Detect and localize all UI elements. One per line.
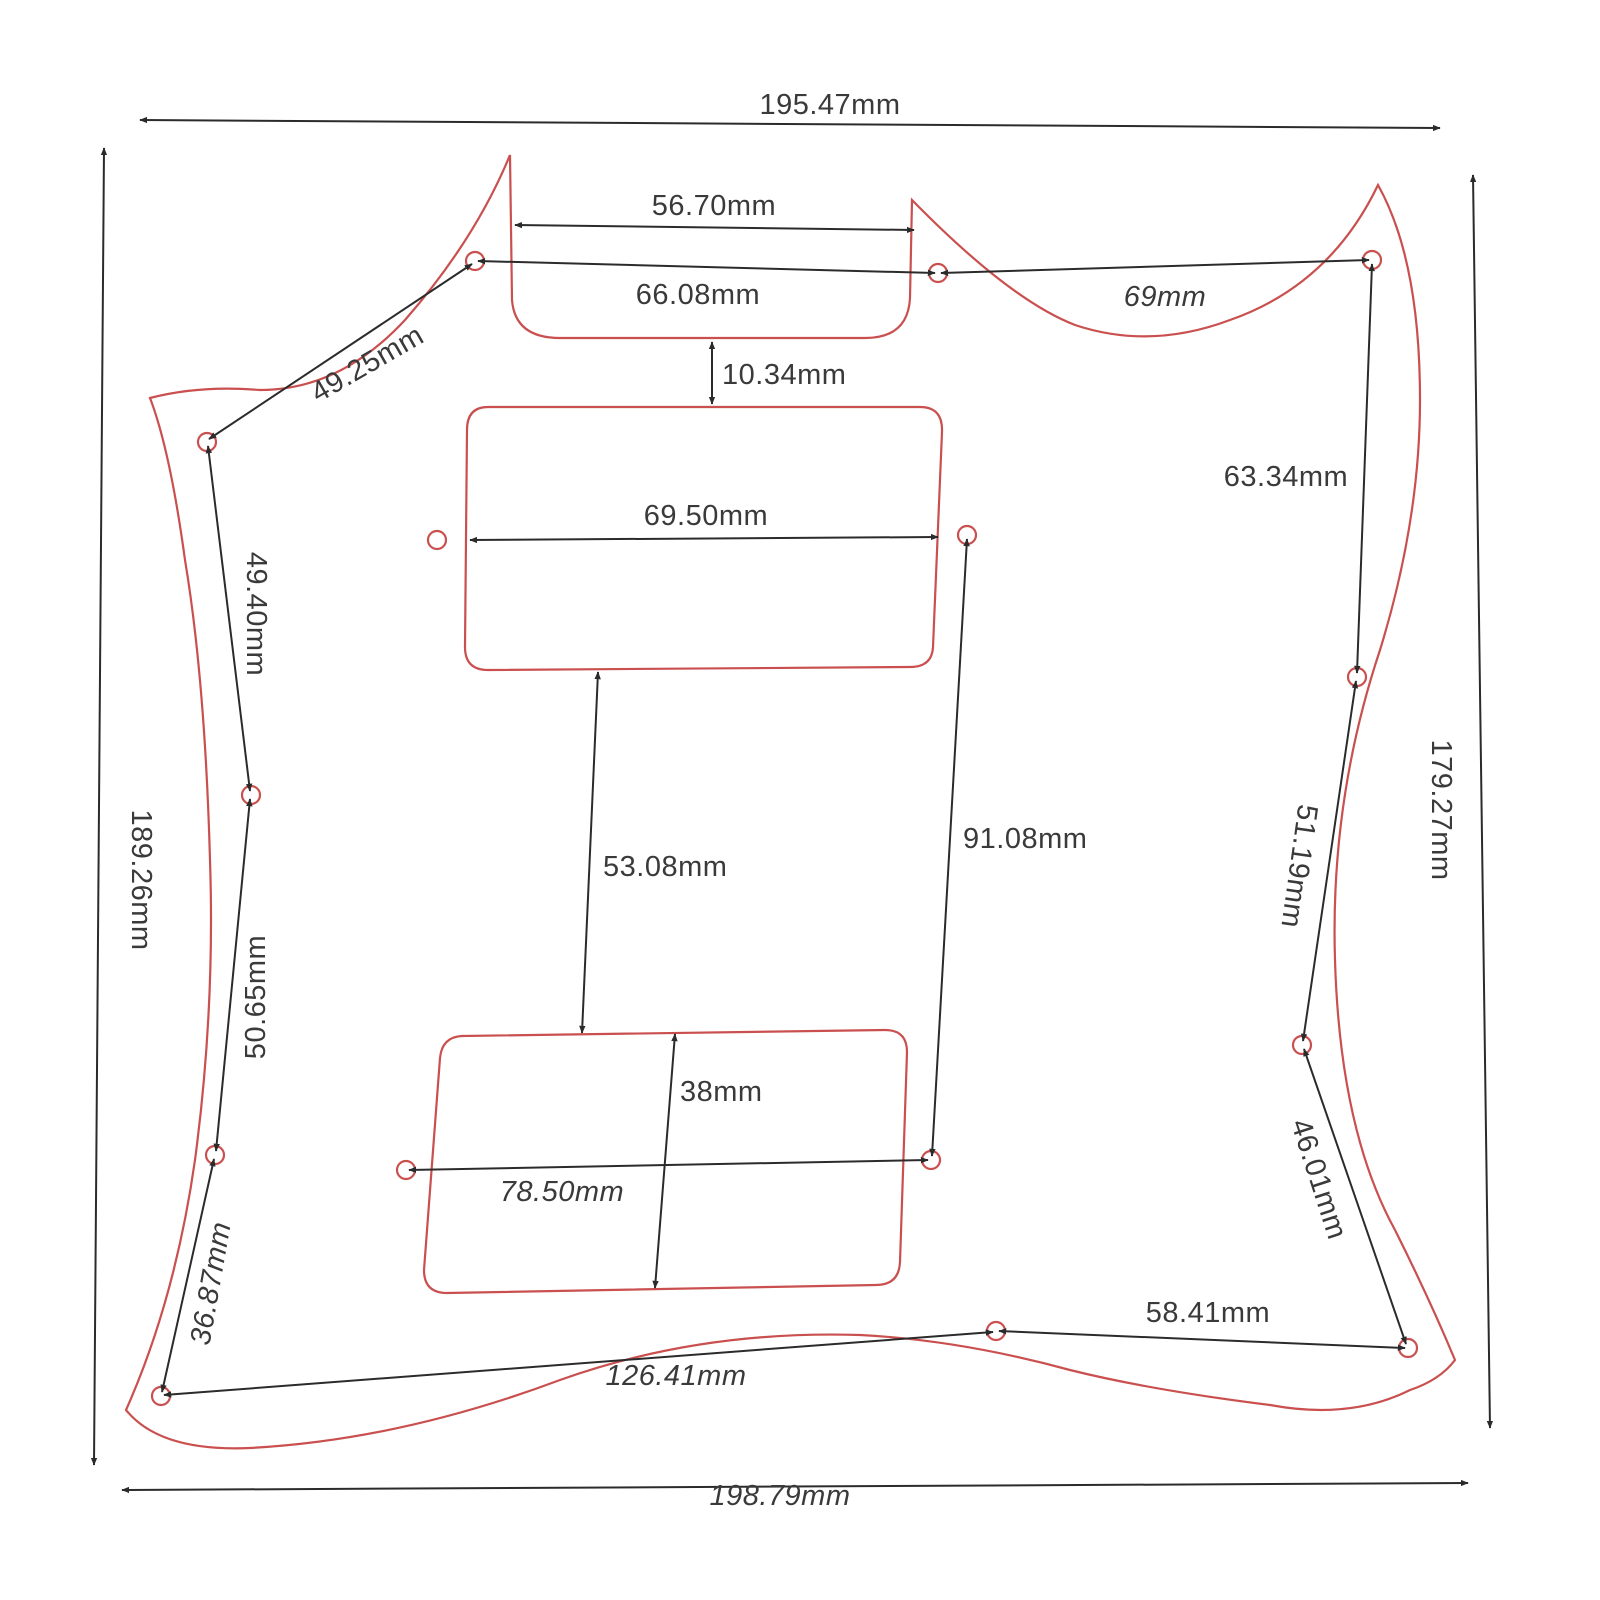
dim-line-bottom-width [121, 1479, 1469, 1494]
dim-line-bridge-pickup-width [408, 1156, 929, 1174]
label-pickup-spacing: 53.08mm [603, 851, 727, 883]
dim-line-neck-width [514, 221, 915, 234]
screw-hole [150, 1385, 172, 1407]
label-left-lower: 36.87mm [185, 1219, 238, 1347]
label-neck-pickup-width: 69.50mm [644, 500, 768, 532]
label-left-upper: 49.40mm [240, 552, 272, 676]
dim-line-bottom-right [998, 1328, 1406, 1351]
dim-line-neck-pickup-width [469, 533, 939, 544]
label-neck-gap: 10.34mm [722, 359, 846, 391]
label-bottom-long: 126.41mm [605, 1360, 746, 1392]
label-top-right-holes: 69mm [1124, 281, 1207, 313]
label-top-width: 195.47mm [759, 89, 900, 121]
pickguard-outline [124, 154, 1457, 1450]
dim-line-top-width [139, 116, 1441, 132]
dim-line-upper-left-diagonal [208, 263, 473, 440]
dim-line-left-height [90, 147, 108, 1466]
label-bridge-pickup-width: 78.50mm [500, 1176, 624, 1208]
screw-hole [426, 529, 448, 551]
label-center-vertical: 91.08mm [963, 823, 1087, 855]
dimension-lines [90, 116, 1494, 1494]
label-right-lower: 46.01mm [1284, 1115, 1353, 1243]
dim-line-center-vertical [929, 538, 970, 1157]
dim-line-top-right-holes [940, 257, 1370, 276]
label-right-middle: 51.19mm [1274, 802, 1323, 930]
dimension-labels: 195.47mm 198.79mm 189.26mm 179.27mm 56.7… [125, 89, 1457, 1512]
screw-hole [240, 784, 262, 806]
label-bridge-pickup-height: 38mm [680, 1076, 763, 1108]
label-top-left-holes: 66.08mm [636, 279, 760, 311]
dim-line-right-height [1469, 174, 1494, 1429]
dim-line-left-upper [205, 445, 253, 792]
screw-holes [150, 249, 1419, 1407]
label-left-middle: 50.65mm [240, 935, 272, 1059]
dim-line-right-upper [1354, 263, 1375, 674]
dim-line-right-middle [1300, 680, 1359, 1042]
bridge-pickup-cutout [422, 1028, 909, 1295]
dim-line-right-lower [1303, 1048, 1407, 1345]
label-neck-width: 56.70mm [652, 190, 776, 222]
dim-line-left-middle [213, 798, 253, 1152]
dim-line-bottom-long [163, 1329, 994, 1398]
screw-hole [204, 1144, 226, 1166]
label-right-upper: 63.34mm [1224, 461, 1348, 493]
dim-line-pickup-spacing [579, 671, 601, 1034]
label-right-height: 179.27mm [1425, 739, 1457, 880]
label-left-height: 189.26mm [125, 809, 157, 950]
label-bottom-right: 58.41mm [1146, 1297, 1270, 1329]
screw-hole [1291, 1034, 1313, 1056]
dim-line-bridge-pickup-height [652, 1033, 678, 1289]
label-bottom-width: 198.79mm [709, 1480, 850, 1512]
dim-line-top-left-holes [477, 257, 936, 277]
